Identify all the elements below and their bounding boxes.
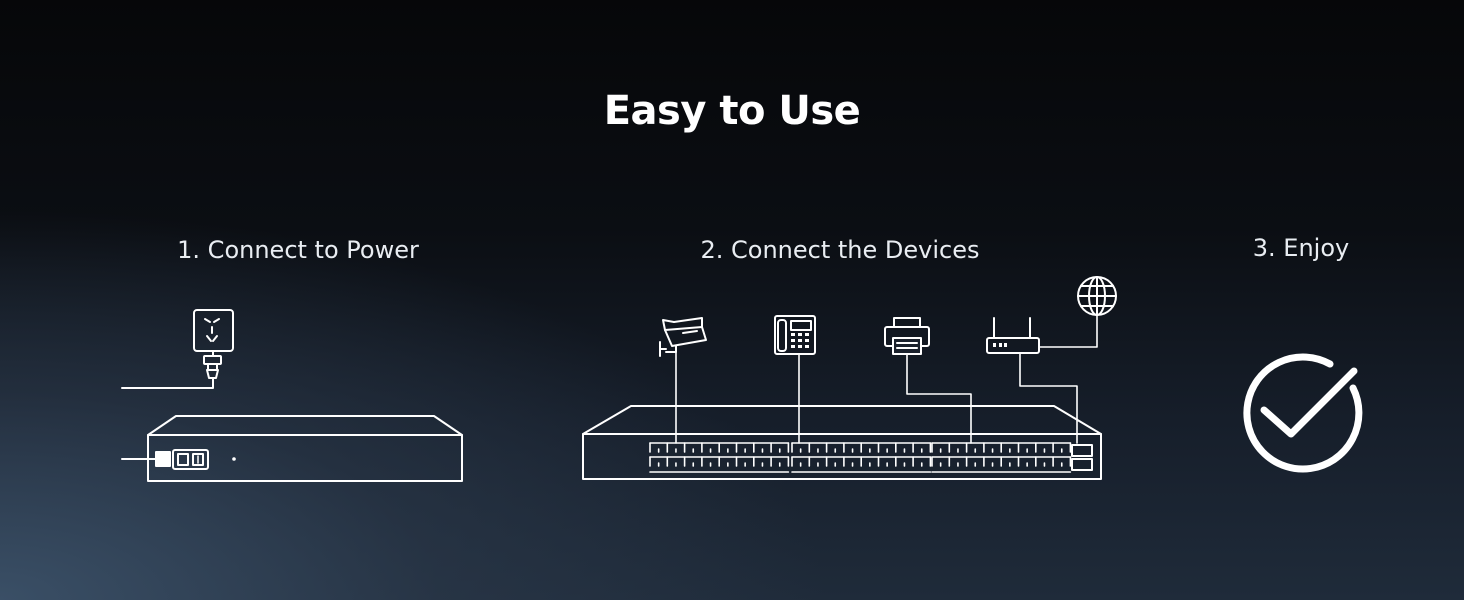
printer-icon: [884, 317, 930, 355]
step-3-label: 3. Enjoy: [1252, 234, 1350, 262]
camera-icon: [659, 317, 707, 357]
globe-icon: [1077, 276, 1117, 316]
router-icon: [986, 317, 1040, 354]
step-1-label: 1. Connect to Power: [177, 236, 419, 264]
switch-small-device: [121, 415, 463, 482]
power-plug-icon: [121, 350, 222, 389]
connection-lines: [675, 314, 1098, 444]
page-title: Easy to Use: [603, 88, 861, 134]
check-circle-icon: [1243, 353, 1363, 473]
step-2-label: 2. Connect the Devices: [700, 236, 980, 264]
power-outlet-icon: [193, 309, 234, 352]
switch-48-port-device: [582, 405, 1102, 480]
phone-icon: [774, 315, 816, 355]
